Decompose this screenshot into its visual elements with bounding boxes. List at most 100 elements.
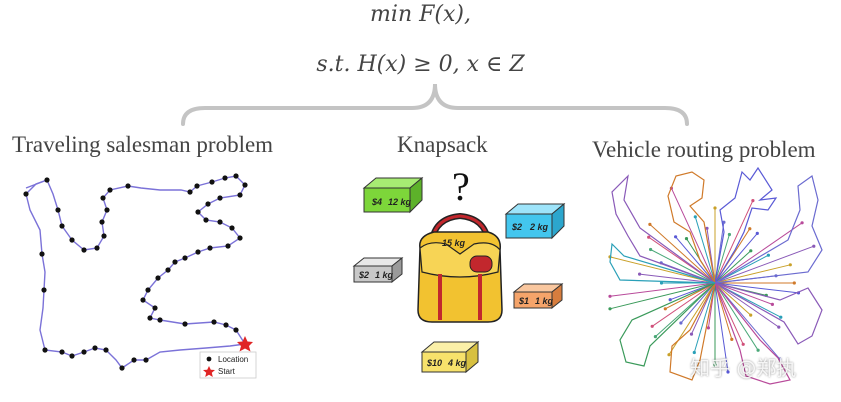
vrp-spoke (639, 273, 716, 284)
item-price: $1 (518, 296, 529, 306)
vrp-spoke (714, 282, 729, 373)
tsp-route-path (25, 175, 246, 369)
vrp-spoke (714, 282, 773, 305)
vrp-customer-node (792, 281, 796, 285)
knapsack-illustration: ? 15 kg $4 12 kg $2 2 kg (352, 164, 566, 374)
question-mark: ? (452, 164, 470, 209)
vrp-customer-node (689, 332, 694, 336)
vrp-customer-node (713, 363, 717, 367)
constraint-formula: s.t. H(x) ≥ 0, x ∈ Z (316, 52, 525, 77)
tsp-title: Traveling salesman problem (12, 132, 274, 157)
vrp-customer-node (650, 324, 654, 328)
vrp-customer-node (663, 307, 667, 311)
vrp-customer-node (713, 206, 717, 210)
vrp-spoke (651, 282, 716, 327)
tsp-start-star (237, 336, 253, 352)
vrp-customer-node (777, 325, 781, 329)
vrp-customer-node (706, 326, 711, 330)
item-weight: 4 kg (447, 358, 467, 368)
vrp-spoke (714, 282, 759, 351)
item-box-yellow: $10 4 kg (420, 340, 480, 374)
vrp-customer-node (638, 272, 642, 276)
vrp-customer-node (653, 335, 658, 339)
tsp-location-nodes (23, 173, 248, 371)
vrp-route-graph (608, 166, 823, 385)
vrp-customer-node (779, 315, 783, 319)
vrp-customer-node (800, 221, 804, 225)
item-price: $2 (511, 222, 522, 232)
vrp-spoke (714, 200, 754, 284)
vrp-spoke (714, 282, 752, 316)
vrp-spoke (650, 249, 716, 284)
vrp-customer-node (693, 215, 697, 219)
vrp-customer-node (741, 342, 745, 346)
vrp-customer-node (770, 302, 775, 306)
vrp-customer-node (692, 350, 696, 355)
vrp-customer-node (674, 235, 678, 239)
vrp-customer-node (684, 237, 689, 241)
vrp-spoke (609, 282, 716, 310)
vrp-spoke (714, 234, 730, 284)
vrp-customer-node (659, 281, 664, 285)
vrp-spoke (714, 282, 733, 340)
vrp-spoke (680, 282, 716, 324)
vrp-spokes (608, 186, 816, 374)
vrp-spoke (668, 282, 716, 355)
item-box-green: $4 12 kg (362, 176, 424, 214)
vrp-customer-node (648, 222, 652, 226)
vrp-spoke (714, 282, 799, 294)
vrp-customer-node (705, 226, 709, 230)
vrp-customer-node (608, 294, 612, 298)
vrp-spoke (714, 264, 791, 284)
vrp-spoke (693, 282, 716, 353)
objective-formula: min F(x), (370, 2, 471, 27)
vrp-customer-node (766, 253, 771, 257)
vrp-customer-node (749, 313, 753, 317)
item-price: $10 (426, 358, 442, 368)
vrp-spoke (649, 224, 716, 284)
vrp-spoke (714, 250, 752, 284)
tsp-legend: Location Start (199, 351, 257, 379)
vrp-customer-node (751, 199, 755, 203)
item-price: $2 (358, 270, 369, 280)
vrp-customer-node (722, 220, 726, 224)
vrp-customer-node (812, 244, 816, 248)
vrp-spoke (670, 187, 716, 284)
item-weight: 2 kg (529, 222, 549, 232)
vrp-customer-node (668, 298, 672, 302)
item-weight: 12 kg (388, 197, 412, 207)
vrp-route-outlines (609, 166, 823, 385)
vrp-title: Vehicle routing problem (592, 137, 816, 162)
vrp-customer-node (727, 232, 732, 237)
curly-brace (181, 83, 689, 126)
legend-start-text: Start (218, 367, 236, 376)
vrp-spoke (675, 236, 716, 284)
vrp-spoke (609, 282, 716, 297)
vrp-spoke (714, 245, 814, 284)
item-weight: 1 kg (375, 270, 394, 280)
vrp-customer-node (608, 307, 612, 311)
legend-location-text: Location (218, 355, 248, 364)
vrp-spoke (694, 216, 716, 284)
vrp-customer-node (748, 227, 752, 231)
vrp-spoke (714, 222, 803, 284)
vrp-spoke (609, 256, 716, 284)
backpack: 15 kg (417, 212, 503, 323)
legend-start-star-icon (203, 366, 215, 377)
item-weight: 1 kg (535, 296, 554, 306)
vrp-customer-node (730, 337, 734, 341)
vrp-spoke (714, 233, 758, 284)
vrp-spoke (714, 282, 781, 360)
vrp-customer-node (755, 231, 759, 235)
vrp-customer-node (756, 348, 760, 352)
vrp-customer-node (749, 249, 753, 253)
knapsack-title: Knapsack (397, 132, 488, 157)
tsp-route-graph (23, 173, 253, 371)
vrp-customer-node (679, 321, 683, 325)
item-box-gray: $2 1 kg (352, 256, 404, 284)
vrp-customer-node (667, 353, 671, 357)
item-price: $4 (371, 197, 382, 207)
item-box-orange: $1 1 kg (512, 282, 564, 310)
vrp-customer-node (726, 370, 730, 374)
